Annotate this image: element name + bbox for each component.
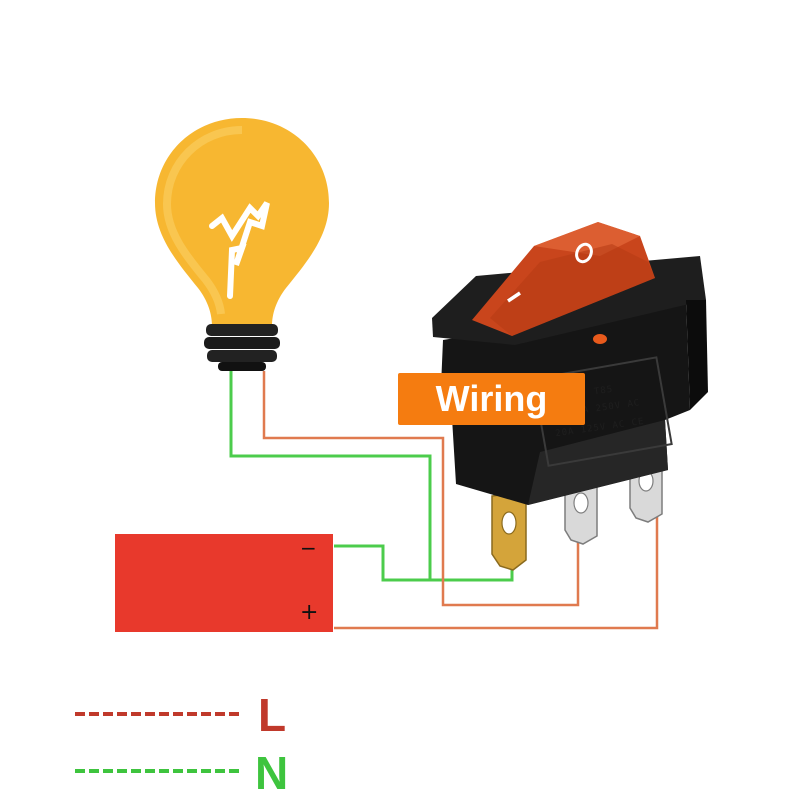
live-wire-bulb [262,371,580,607]
rocker-on-symbol [507,291,521,303]
terminal-gold [491,491,527,571]
wiring-badge: Wiring [398,373,585,425]
battery-plus-symbol: + [300,600,319,625]
rocker-off-symbol [575,242,593,264]
battery [115,534,333,632]
legend-label-N: N [255,747,289,799]
legend-label-L: L [258,689,287,741]
light-bulb-icon [155,118,329,371]
wires [229,371,659,630]
battery-minus-symbol: − [300,536,317,560]
live-wire-battery [334,508,659,630]
